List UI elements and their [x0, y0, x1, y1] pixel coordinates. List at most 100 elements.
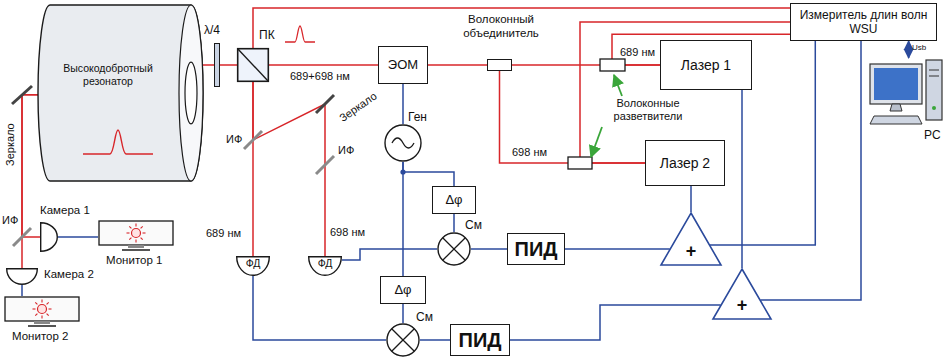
photodiode-symbol: ФД [308, 256, 342, 276]
shape-part [129, 226, 131, 228]
signal-wire [253, 276, 386, 340]
node-label: Волоконный объединитель [451, 13, 551, 41]
shape-part [132, 229, 141, 238]
shape-outline [437, 232, 471, 266]
shape-part [185, 62, 197, 124]
shape-outline [6, 268, 38, 285]
label-anchor: Usb [912, 43, 926, 53]
node-label: + [737, 295, 748, 317]
shape-part [99, 221, 173, 245]
shape-part [135, 240, 136, 243]
node-label: + [686, 241, 697, 263]
node-label: Высокодобротный резонатор [58, 62, 158, 87]
shape-part [237, 257, 270, 276]
optical-beam [253, 82, 325, 256]
shape-part [392, 329, 415, 352]
shape-part [35, 302, 37, 304]
wavelength-label: 689 нм [206, 227, 241, 240]
port-label: Usb [912, 43, 926, 53]
shape-part [28, 325, 56, 327]
label-anchor: Зеркало [4, 166, 47, 179]
shape-part [713, 269, 771, 319]
monitor-icon: Монитор 2 [4, 296, 80, 328]
signal-wire [58, 236, 98, 238]
node-label: ЭОМ [388, 57, 418, 73]
filter-label: ИФ [226, 133, 242, 146]
fiber-combiner: Волоконный объединитель [487, 59, 512, 71]
label-anchor: Волоконные разветвители [598, 97, 698, 122]
shape-part [661, 213, 721, 265]
signal-wire [510, 305, 721, 340]
camera-symbol: Камера 2 [6, 268, 38, 285]
pid-box: ПИД [450, 324, 510, 356]
junction-dot [400, 169, 405, 174]
shape-part [870, 116, 922, 124]
shape-part [33, 308, 36, 309]
optical-beam [22, 95, 40, 237]
shape-part [309, 257, 342, 276]
shape-outline [4, 296, 80, 328]
laser-box: Лазер 1 [660, 40, 752, 90]
node-label: Камера 2 [44, 268, 94, 282]
node-label: ПИД [459, 328, 502, 352]
signal-wire [741, 90, 743, 268]
splitter-label: Волоконные разветвители [598, 97, 698, 122]
mirror-label: Зеркало [337, 89, 380, 124]
label-anchor: ИФ [338, 144, 354, 157]
shape-part [34, 321, 50, 324]
shape-part [438, 233, 470, 265]
wavelength-label: 689 нм [620, 46, 655, 59]
signal-wire [471, 248, 507, 250]
shape-part [443, 238, 466, 261]
shape-part [5, 297, 79, 321]
shape-part [890, 104, 902, 111]
shape-part [870, 64, 922, 104]
shape-part [47, 314, 49, 316]
signal-wire [760, 41, 861, 300]
camera-symbol: Камера 1 [40, 222, 58, 252]
node-label: λ/4 [204, 23, 220, 37]
filter-symbol [244, 131, 262, 149]
signal-wire [403, 162, 454, 186]
label-anchor: Зеркало [337, 114, 380, 127]
shape-part [392, 138, 414, 148]
shape-part [127, 232, 130, 233]
filter-symbol [13, 228, 31, 246]
shape-part [83, 130, 153, 154]
shape-part [179, 5, 203, 181]
node-label: Δφ [394, 282, 411, 298]
signal-wire [402, 162, 404, 276]
optical-beam [428, 64, 487, 66]
mirror-label: Зеркало [4, 123, 17, 166]
mirror-symbol [12, 86, 32, 104]
optical-beam [22, 95, 38, 268]
signal-wire [690, 186, 692, 212]
label-anchor: 698 нм [330, 226, 365, 239]
node-label: ПИД [515, 237, 558, 261]
node-label: Монитор 2 [12, 330, 68, 344]
shape-part [238, 49, 269, 82]
node-label: ФД [246, 257, 261, 270]
signal-wire [402, 304, 404, 323]
node-label: Камера 1 [40, 204, 90, 218]
wavelength-label: 689+698 нм [290, 70, 350, 83]
shape-part [41, 223, 58, 252]
shape-part [128, 245, 144, 248]
laser-box: Лазер 2 [645, 140, 725, 186]
shape-part [122, 249, 150, 251]
signal-wire [908, 41, 910, 58]
shape-part [392, 329, 415, 352]
label-anchor: ИФ [2, 214, 18, 227]
waveplate-symbol: λ/4 [214, 43, 220, 87]
node-label: ПК [259, 28, 275, 42]
pulse-symbol [285, 26, 315, 42]
label-anchor: 689+698 нм [290, 70, 350, 83]
shape-outline [386, 323, 420, 357]
optical-beam [220, 64, 237, 66]
shape-outline [38, 4, 203, 182]
signal-wire [453, 214, 455, 232]
shape-part [143, 232, 146, 233]
shape-part [38, 305, 47, 314]
node-label: Ген [408, 110, 427, 124]
